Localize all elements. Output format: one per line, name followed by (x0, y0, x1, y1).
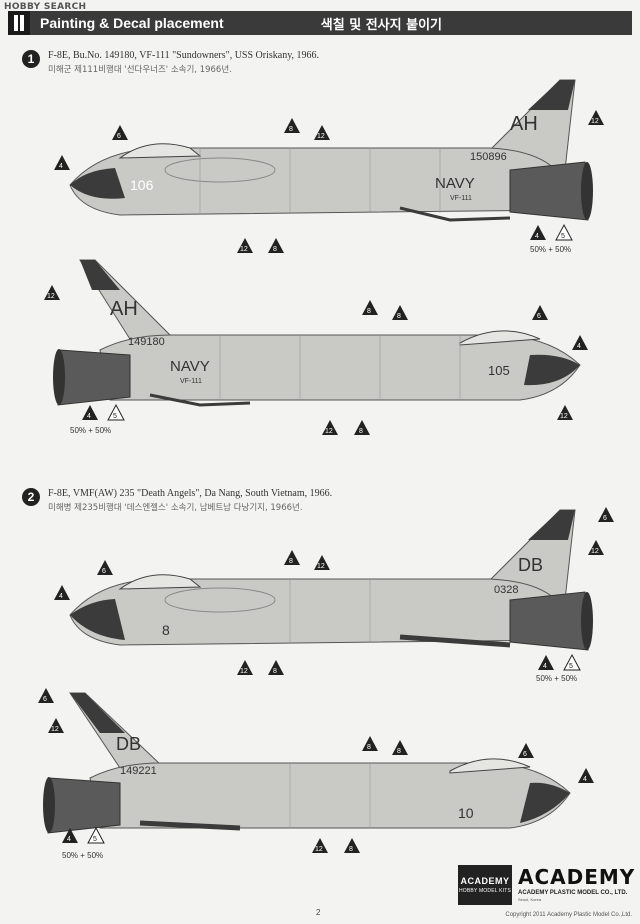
company-address: Seoul, Korea (518, 897, 542, 902)
svg-text:8: 8 (397, 313, 401, 320)
svg-text:8: 8 (273, 668, 277, 675)
svg-text:12: 12 (47, 293, 55, 300)
svg-text:12: 12 (240, 668, 248, 675)
section-title: F-8E, VMF(AW) 235 "Death Angels", Da Nan… (48, 488, 333, 499)
svg-text:4: 4 (535, 233, 539, 240)
nose-number: 106 (130, 177, 154, 193)
callout-marker: 4 6 8 12 12 8 4 5 6 12 (54, 507, 614, 675)
svg-text:8: 8 (289, 126, 293, 133)
page-title: Painting & Decal placement (40, 15, 224, 31)
callout-marker: 4 6 8 12 12 8 4 5 12 (54, 110, 604, 253)
svg-text:6: 6 (117, 133, 121, 140)
section-number: 2 (22, 488, 40, 506)
svg-text:6: 6 (43, 696, 47, 703)
tail-code: AH (510, 113, 538, 135)
mix-ratio: 50% + 50% (536, 674, 577, 683)
squadron-text: VF-111 (180, 378, 202, 385)
company-name: ACADEMY PLASTIC MODEL CO., LTD. (518, 890, 628, 896)
page-title-korean: 색칠 및 전사지 붙이기 (320, 17, 442, 33)
svg-text:5: 5 (113, 413, 117, 420)
svg-text:6: 6 (523, 751, 527, 758)
svg-text:6: 6 (537, 313, 541, 320)
svg-text:12: 12 (317, 563, 325, 570)
callout-marker: 12 8 8 6 4 12 12 8 4 5 (44, 285, 588, 435)
bureau-number: 149180 (128, 336, 165, 348)
tail-code: DB (518, 555, 543, 575)
svg-text:8: 8 (367, 744, 371, 751)
svg-text:5: 5 (569, 663, 573, 670)
svg-text:8: 8 (367, 308, 371, 315)
aircraft-diagram-2-left-side: DB 0328 8 4 6 8 12 12 8 4 5 6 12 50% + 5… (40, 505, 620, 685)
svg-text:4: 4 (577, 343, 581, 350)
svg-text:4: 4 (67, 836, 71, 843)
svg-text:12: 12 (591, 548, 599, 555)
squadron-text: VF-111 (450, 195, 472, 202)
academy-logo: ACADEMY HOBBY MODEL KITS ACADEMY ACADEMY… (458, 865, 634, 907)
aircraft-diagram-2-right-side: DB 149221 10 6 12 8 8 6 4 12 8 4 5 50% +… (30, 688, 610, 863)
copyright: Copyright 2011 Academy Plastic Model Co.… (505, 912, 632, 918)
mix-ratio: 50% + 50% (62, 851, 103, 860)
svg-text:5: 5 (93, 836, 97, 843)
svg-text:8: 8 (349, 846, 353, 853)
svg-text:12: 12 (325, 428, 333, 435)
section-1-heading: 1 F-8E, Bu.No. 149180, VF-111 "Sundowner… (22, 50, 319, 75)
svg-text:4: 4 (87, 413, 91, 420)
section-title: F-8E, Bu.No. 149180, VF-111 "Sundowners"… (48, 50, 320, 61)
callout-marker: 6 12 8 8 6 4 12 8 4 5 (38, 688, 594, 853)
navy-text: NAVY (435, 175, 475, 192)
section-title-korean: 미해군 제111비행대 '선다우너즈' 소속기, 1966년. (48, 65, 232, 75)
svg-text:6: 6 (603, 515, 607, 522)
svg-text:12: 12 (317, 133, 325, 140)
svg-text:4: 4 (59, 593, 63, 600)
aircraft-diagram-1-right-side: AH 149180 105 NAVY VF-111 12 8 8 6 4 12 … (40, 255, 620, 445)
svg-text:5: 5 (561, 233, 565, 240)
svg-text:4: 4 (543, 663, 547, 670)
section-title-korean: 미해병 제235비행대 '데스엔젤스' 소속기, 남베트남 다낭기지, 1966… (48, 503, 303, 513)
svg-text:8: 8 (289, 558, 293, 565)
svg-text:4: 4 (583, 776, 587, 783)
academy-wordmark: ACADEMY (518, 865, 636, 889)
header-number-icon (8, 11, 30, 35)
nose-number: 10 (458, 805, 474, 821)
svg-text:12: 12 (240, 246, 248, 253)
aircraft-diagram-1-left-side: AH 150896 106 NAVY VF-111 4 6 8 12 12 8 … (40, 70, 620, 260)
nose-number: 8 (162, 622, 170, 638)
svg-text:12: 12 (51, 726, 59, 733)
svg-text:12: 12 (560, 413, 568, 420)
bureau-number: 0328 (494, 584, 518, 596)
tail-code: DB (116, 734, 141, 754)
svg-text:8: 8 (273, 246, 277, 253)
svg-text:8: 8 (397, 748, 401, 755)
svg-text:4: 4 (59, 163, 63, 170)
academy-logo-box: ACADEMY HOBBY MODEL KITS (458, 865, 512, 905)
section-2-heading: 2 F-8E, VMF(AW) 235 "Death Angels", Da N… (22, 488, 332, 513)
page-number: 2 (316, 908, 321, 917)
header-bar: Painting & Decal placement 색칠 및 전사지 붙이기 (8, 11, 632, 35)
bureau-number: 150896 (470, 151, 507, 163)
svg-text:8: 8 (359, 428, 363, 435)
mix-ratio: 50% + 50% (530, 245, 571, 254)
nose-number: 105 (488, 363, 510, 378)
navy-text: NAVY (170, 358, 210, 375)
tail-code: AH (110, 298, 138, 320)
mix-ratio: 50% + 50% (70, 426, 111, 435)
svg-text:12: 12 (315, 846, 323, 853)
watermark: HOBBY SEARCH (4, 2, 87, 12)
section-number: 1 (22, 50, 40, 68)
svg-text:12: 12 (591, 118, 599, 125)
bureau-number: 149221 (120, 765, 157, 777)
svg-text:6: 6 (102, 568, 106, 575)
